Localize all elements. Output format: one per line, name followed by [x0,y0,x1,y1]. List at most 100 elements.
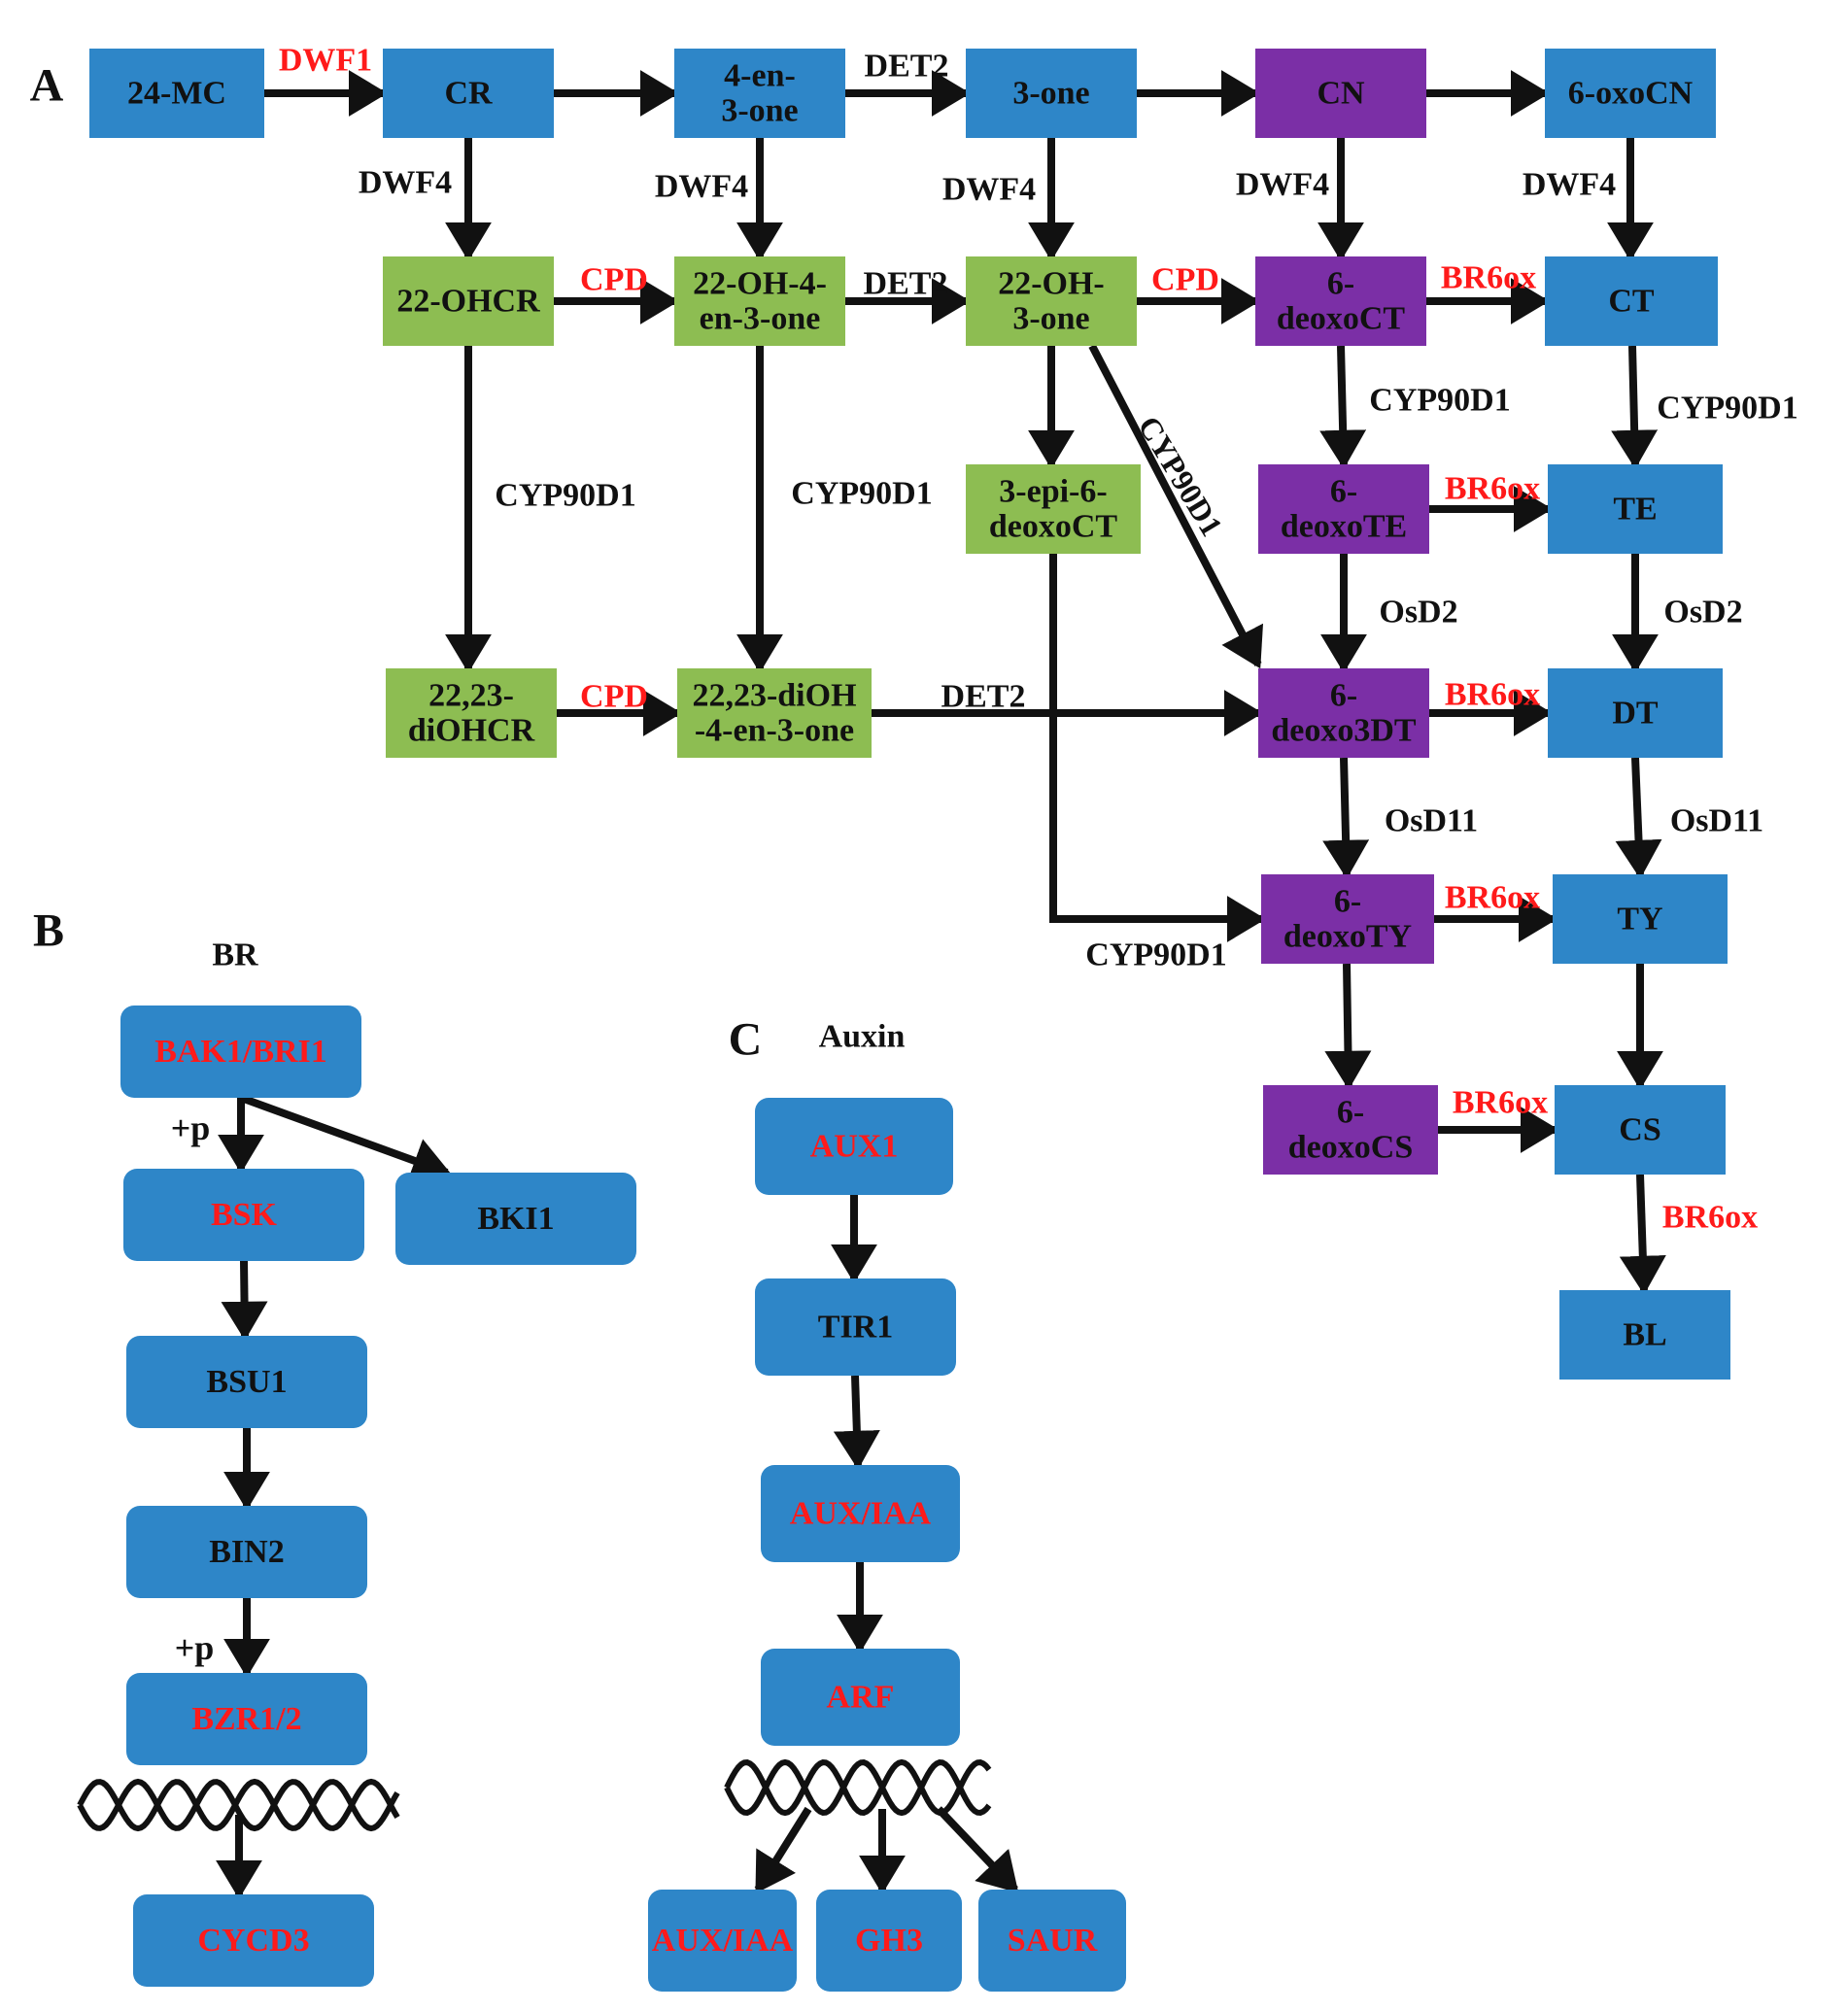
node-box [395,1173,636,1265]
node-box [755,1278,956,1376]
node-label: deoxoTY [1283,919,1412,955]
node-box [386,668,557,758]
node-box [674,256,845,346]
node-box [966,256,1137,346]
node-box [383,49,554,138]
node-label: AUX1 [810,1129,899,1165]
edge-label-l_cyp_4: CYP90D1 [791,476,932,512]
node-label: 6- [1337,1095,1364,1131]
node-bbsk: BSK [123,1169,364,1261]
node-label: 24-MC [127,76,226,112]
node-label: 6- [1330,474,1357,510]
arrow [239,1094,452,1183]
node-box [126,1336,367,1428]
edge-label-l_dwf4_2: DWF4 [655,169,748,205]
node-nte: TE [1548,464,1723,554]
node-box [755,1098,953,1195]
node-n2223diohcr: 22,23-diOHCR [386,668,557,758]
node-n2223dioh4en: 22,23-diOH-4-en-3-one [677,668,872,758]
node-ctir1: TIR1 [755,1278,956,1376]
edge-label-l_cpd_2: CPD [1151,262,1219,298]
node-box [816,1890,962,1992]
edge-label-l_osd11_1: OsD11 [1385,803,1478,839]
node-label: CN [1317,76,1365,112]
edge-label-l_cyp_2: CYP90D1 [1657,391,1797,426]
edge-label-l_br6ox_1: BR6ox [1441,260,1536,296]
node-caux1: AUX1 [755,1098,953,1195]
node-bbzr12: BZR1/2 [126,1673,367,1765]
node-label: CS [1619,1112,1660,1148]
node-label: BZR1/2 [191,1701,301,1737]
node-label: -4-en-3-one [695,713,854,749]
node-box [1255,256,1426,346]
panel-letter-B: B [33,905,64,957]
edge-label-l_br6ox_6: BR6ox [1662,1200,1758,1236]
arrow [1088,344,1264,669]
node-n6deoxoty: 6-deoxoTY [1261,874,1434,964]
node-label: CYCD3 [197,1923,309,1959]
node-label: AUX/IAA [790,1496,932,1532]
edge-label-l_osd11_2: OsD11 [1670,803,1763,839]
edge-label-l_det2_a: DET2 [865,49,949,85]
node-box [677,668,872,758]
arrow [1619,1174,1666,1295]
edge-label-l_dwf4_5: DWF4 [1523,167,1616,203]
node-box [126,1673,367,1765]
node-label: CT [1608,284,1655,320]
dna-helix-icon [77,1778,400,1832]
node-box [1553,874,1728,964]
node-box [648,1890,797,1992]
node-label: 22-OHCR [396,284,540,320]
node-bbin2: BIN2 [126,1506,367,1598]
edge-label-l_osd2_1: OsD2 [1379,595,1457,631]
node-box [1258,464,1429,554]
dna-helices-layer [77,1758,992,1832]
panel-title-B: BR [212,937,258,973]
arrow [936,1806,1019,1893]
edge-label-l_cpd_3: CPD [580,679,648,715]
node-n6deoxoct: 6-deoxoCT [1255,256,1426,346]
arrow [1324,963,1372,1090]
node-box [89,49,264,138]
node-cgh3: GH3 [816,1890,962,1992]
arrow [1615,757,1662,879]
node-label: SAUR [1008,1923,1098,1959]
node-label: deoxoTE [1281,509,1407,545]
node-label: BL [1623,1317,1666,1353]
node-label: deoxo3DT [1271,713,1417,749]
node-label: BKI1 [477,1201,554,1237]
edge-label-l_dwf1: DWF1 [279,43,372,79]
node-label: BSU1 [206,1364,287,1400]
node-label: diOHCR [408,713,535,749]
edge-label-l_dwf4_1: DWF4 [359,165,452,201]
node-n6oxocn: 6-oxoCN [1545,49,1716,138]
panel-title-C: Auxin [819,1019,906,1055]
node-label: 6- [1327,266,1354,302]
node-label: ARF [827,1680,895,1716]
arrow [1049,554,1266,942]
node-label: GH3 [855,1923,923,1959]
node-ncn: CN [1255,49,1426,138]
node-box [966,49,1137,138]
node-box [1545,49,1716,138]
node-label: BAK1/BRI1 [154,1034,327,1070]
edge-label-l_br6ox_5: BR6ox [1453,1085,1548,1121]
node-label: 22-OH-4- [693,266,827,302]
node-label: deoxoCS [1288,1130,1413,1166]
node-box [674,49,845,138]
node-label: 6-oxoCN [1568,76,1694,112]
arrow [1319,345,1367,469]
node-n22oh4en3one: 22-OH-4-en-3-one [674,256,845,346]
edge-label-l_cpd_1: CPD [580,262,648,298]
edge-label-l_br6ox_2: BR6ox [1445,471,1540,507]
node-box [126,1506,367,1598]
edge-label-l_br6ox_3: BR6ox [1445,677,1540,713]
edge-label-l_p_2: +p [175,1628,215,1667]
arrow [1322,757,1370,879]
node-box [1548,464,1723,554]
node-n3one: 3-one [966,49,1137,138]
edge-label-l_det2_c: DET2 [941,679,1026,715]
edge-label-l_p_1: +p [171,1108,211,1147]
